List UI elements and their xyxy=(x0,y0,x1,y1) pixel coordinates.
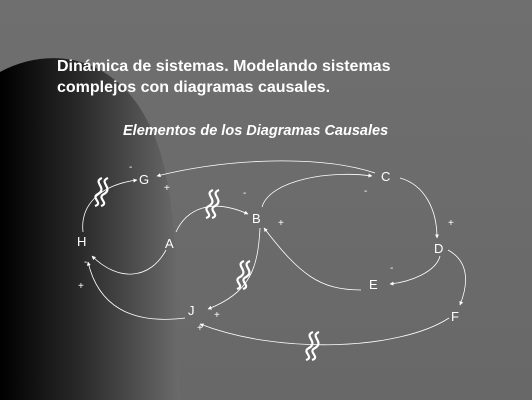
diagram-subtitle: Elementos de los Diagramas Causales xyxy=(123,123,389,139)
link-e-to-b xyxy=(263,227,362,291)
sign-g-plus: + xyxy=(164,183,170,194)
sign-g-minus: - xyxy=(129,162,132,173)
node-j: J xyxy=(188,303,195,318)
link-j-to-h xyxy=(86,261,186,320)
node-h: H xyxy=(77,234,86,249)
node-g: G xyxy=(139,172,149,187)
node-e: E xyxy=(369,277,378,292)
link-b-to-j xyxy=(207,227,261,310)
dark-curve-shape xyxy=(0,58,180,400)
sign-j-plus-2: + xyxy=(197,323,203,334)
link-d-to-e xyxy=(389,255,441,286)
sign-h-minus: - xyxy=(84,257,87,268)
delay-mark-h-g xyxy=(94,176,109,208)
link-b-to-c xyxy=(261,173,373,208)
slide-title-line-2: complejos con diagramas causales. xyxy=(57,79,331,96)
sign-ab-minus: - xyxy=(243,188,246,199)
delay-marks xyxy=(94,176,320,362)
link-f-to-j xyxy=(199,317,450,346)
node-c: C xyxy=(381,169,390,184)
slide-title-line-1: Dinámica de sistemas. Modelando sistemas xyxy=(57,58,391,75)
sign-h-plus: + xyxy=(78,281,84,292)
node-f: F xyxy=(451,309,459,324)
sign-c-minus: - xyxy=(364,186,367,197)
sign-b-plus: + xyxy=(278,218,284,229)
delay-mark-b-j xyxy=(236,259,251,291)
link-d-to-f xyxy=(447,249,466,306)
sign-e-minus: - xyxy=(390,263,393,274)
delay-mark-a-b xyxy=(205,188,220,220)
delay-mark-f-j xyxy=(305,330,320,362)
node-b: B xyxy=(252,211,261,226)
sign-j-plus: + xyxy=(214,310,220,321)
link-c-to-d xyxy=(399,177,439,239)
link-a-to-b xyxy=(175,205,249,233)
sign-d-plus: + xyxy=(448,218,454,229)
link-h-to-g xyxy=(82,178,138,233)
link-a-to-h xyxy=(91,249,167,275)
node-d: D xyxy=(434,241,443,256)
node-a: A xyxy=(165,236,174,251)
link-c-to-g xyxy=(156,160,376,178)
